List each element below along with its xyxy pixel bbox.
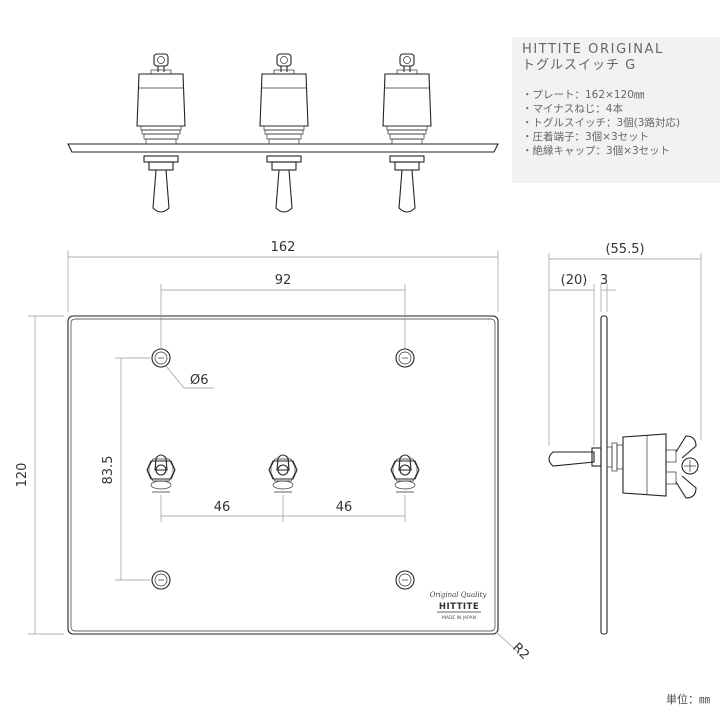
top-view-switch-left: [136, 53, 186, 213]
dim-width: 162: [271, 240, 296, 255]
dim-side-plate: 3: [600, 273, 608, 288]
top-view-switch-right: [382, 53, 432, 213]
front-plate: [67, 315, 499, 635]
top-view-plate: [67, 143, 499, 153]
plate-logo: Original Quality HITTITE MADE IN JAPAN: [430, 591, 488, 621]
spec-item-switches: ・トグルスイッチ：3個(3路対応): [522, 117, 681, 129]
spec-item-terminals: ・圧着端子：3個×3セット: [522, 131, 650, 143]
dim-screw-span: 92: [275, 273, 292, 288]
unit-label: 単位：㎜: [666, 693, 710, 706]
screw-hole-bottom-right: [395, 570, 415, 590]
screw-hole-top-left: [151, 348, 171, 368]
dim-hole-diameter: Ø6: [190, 373, 209, 388]
spec-item-screws: ・マイナスねじ：4本: [522, 103, 623, 115]
spec-item-plate: ・プレート：162×120㎜: [522, 89, 645, 101]
front-switch-left: [146, 454, 176, 493]
dim-screw-vertical: 83.5: [101, 456, 116, 485]
side-view: [548, 315, 699, 635]
screw-hole-top-right: [395, 348, 415, 368]
front-dimensions: 162 92 120 83.5 46 46 Ø6 R2: [15, 240, 532, 663]
spec-panel: HITTITE ORIGINAL トグルスイッチ G ・プレート：162×120…: [512, 37, 720, 183]
dim-pitch-left: 46: [214, 500, 231, 515]
side-dimensions: (55.5) (20) 3: [548, 242, 702, 446]
dim-side-total: (55.5): [605, 242, 644, 257]
svg-text:Original Quality: Original Quality: [430, 591, 488, 599]
dim-pitch-right: 46: [336, 500, 353, 515]
spec-item-caps: ・絶縁キャップ：3個×3セット: [522, 145, 671, 157]
front-view: Original Quality HITTITE MADE IN JAPAN: [67, 315, 499, 635]
dim-side-front: (20): [561, 273, 588, 288]
top-view-switch-center: [259, 53, 309, 213]
front-switch-center: [268, 454, 298, 493]
svg-text:MADE IN JAPAN: MADE IN JAPAN: [442, 615, 476, 621]
side-view-plate: [600, 315, 608, 635]
svg-text:HITTITE: HITTITE: [439, 602, 479, 612]
front-switch-right: [390, 454, 420, 493]
spec-product-name: トグルスイッチ G: [522, 58, 637, 73]
screw-hole-bottom-left: [151, 570, 171, 590]
top-view: [67, 53, 499, 213]
dim-corner-radius: R2: [509, 640, 532, 663]
spec-brand: HITTITE ORIGINAL: [522, 42, 664, 57]
dim-height: 120: [15, 463, 30, 488]
